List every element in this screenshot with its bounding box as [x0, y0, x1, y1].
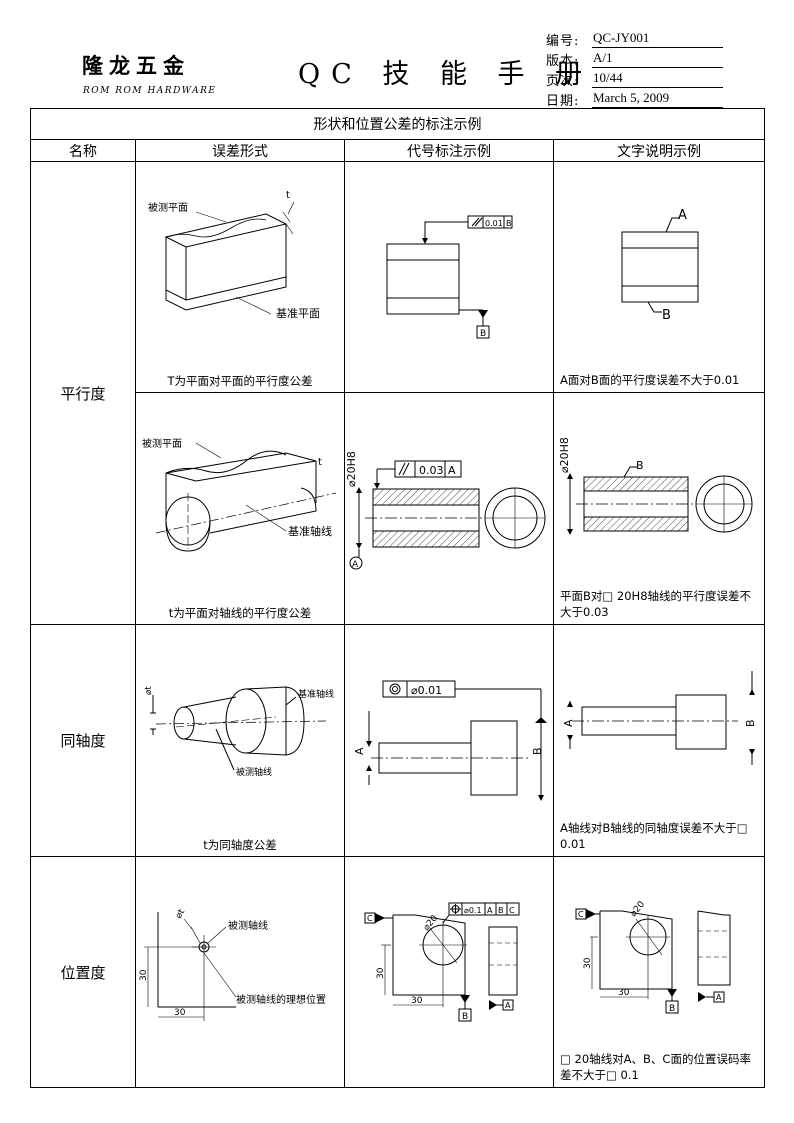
text-description: A轴线对B轴线的同轴度误差不大于□ 0.01 [560, 821, 748, 851]
coaxiality-text-drawing: A B [562, 671, 757, 765]
plane-axis-error-drawing: 被测平面 基准轴线 t [142, 437, 337, 552]
dim-30-horizontal: 30 [174, 1008, 186, 1018]
position-text-drawing: C B A ⌀20 30 30 [575, 899, 731, 1014]
frame-datum-letter: B [506, 219, 512, 228]
plane-axis-symbol-drawing: 0.03 A A ⌀20H8 [345, 451, 546, 570]
measured-plane-label: 被测平面 [148, 201, 188, 214]
datum-b-label: B [531, 747, 544, 755]
surface-b-label: B [636, 459, 644, 472]
dim-30-vertical: 30 [583, 957, 593, 969]
tolerance-t-label: t [318, 457, 322, 468]
company-name-cn: 隆龙五金 [82, 53, 190, 78]
text-description: A面对B面的平行度误差不大于0.01 [560, 373, 740, 387]
error-caption: t为平面对轴线的平行度公差 [168, 606, 312, 620]
row-name-position: 位置度 [30, 856, 136, 1088]
text-example-cell: C B A ⌀20 30 30 □ 20轴线对A、B、C面的位置误码率差不大于□… [553, 856, 765, 1088]
tolerance-t-label: t [286, 190, 290, 201]
text-description: 平面B对□ 20H8轴线的平行度误差不大于0.03 [560, 589, 752, 619]
datum-plane-label: 基准平面 [276, 307, 320, 320]
symbol-example-cell: 0.01 B B [344, 161, 554, 393]
error-form-cell: 被测轴线 被测轴线的理想位置 ⌀t 30 30 [135, 856, 345, 1088]
frame-datum-letter: A [448, 464, 456, 477]
tolerance-table: 形状和位置公差的标注示例 名称 误差形式 代号标注示例 文字说明示例 平行度 [30, 108, 765, 1088]
diameter-label: ⌀20H8 [345, 451, 358, 487]
frame-tolerance-value: ⌀0.01 [411, 684, 442, 697]
frame-tolerance-value: 0.03 [419, 464, 444, 477]
datum-circle-letter: A [352, 560, 359, 570]
measured-axis-label: 被测轴线 [228, 919, 268, 932]
meta-doc-number: 编号: QC-JY001 [546, 30, 746, 49]
meta-page: 页次: 10/44 [546, 70, 746, 89]
frame-datum-c: C [509, 906, 515, 915]
error-caption: t为同轴度公差 [203, 838, 277, 852]
dim-30-vertical: 30 [376, 967, 386, 979]
symbol-example-cell: ⌀0.1 A B C C B A ⌀20 30 30 [344, 856, 554, 1088]
symbol-example-cell: 0.03 A A ⌀20H8 [344, 392, 554, 625]
datum-b-box: B [462, 1012, 468, 1022]
datum-c-box: C [578, 910, 584, 919]
symbol-example-cell: ⌀0.01 A B [344, 624, 554, 857]
datum-b-box: B [669, 1004, 675, 1014]
plane-plane-text-drawing: A B [621, 208, 699, 323]
position-error-drawing: 被测轴线 被测轴线的理想位置 ⌀t 30 30 [139, 907, 326, 1021]
surface-a-label: A [678, 208, 687, 223]
column-header-text-example: 文字说明示例 [553, 139, 765, 162]
measured-plane-label: 被测平面 [142, 437, 182, 450]
plane-plane-symbol-drawing: 0.01 B B [386, 215, 513, 339]
frame-tolerance-value: 0.01 [485, 219, 503, 228]
column-header-name: 名称 [30, 139, 136, 162]
dim-30-horizontal: 30 [411, 996, 423, 1006]
datum-axis-label: 基准轴线 [288, 524, 332, 538]
text-example-cell: B ⌀20H8 平面B对□ 20H8轴线的平行度误差不大于0.03 [553, 392, 765, 625]
text-description: □ 20轴线对A、B、C面的位置误码率差不大于□ 0.1 [560, 1052, 751, 1082]
datum-c-box: C [367, 914, 373, 923]
text-example-cell: A B A面对B面的平行度误差不大于0.01 [553, 161, 765, 393]
datum-box-letter: B [480, 329, 486, 339]
dim-30-horizontal: 30 [618, 988, 630, 998]
dim-30-vertical: 30 [139, 969, 149, 981]
error-form-cell: 被测平面 基准平面 t T为平面对平面的平行度公差 [135, 161, 345, 393]
position-symbol-drawing: ⌀0.1 A B C C B A ⌀20 30 30 [364, 902, 520, 1022]
diameter-label: ⌀20 [629, 899, 648, 919]
meta-date: 日期: March 5, 2009 [546, 90, 746, 109]
frame-tolerance-value: ⌀0.1 [464, 906, 482, 915]
ideal-position-label: 被测轴线的理想位置 [236, 993, 326, 1006]
company-name-en: ROM ROM HARDWARE [83, 86, 217, 96]
frame-datum-b: B [498, 906, 504, 915]
row-name-parallelism: 平行度 [30, 161, 136, 625]
plane-axis-text-drawing: B ⌀20H8 [558, 437, 753, 535]
error-form-cell: 被测平面 基准轴线 t t为平面对轴线的平行度公差 [135, 392, 345, 625]
datum-a-label: A [353, 747, 366, 755]
text-example-cell: A B A轴线对B轴线的同轴度误差不大于□ 0.01 [553, 624, 765, 857]
surface-b-label: B [662, 308, 671, 323]
datum-axis-label: 基准轴线 [298, 688, 334, 700]
coaxiality-symbol-drawing: ⌀0.01 A B [353, 680, 547, 801]
meta-version: 版本: A/1 [546, 50, 746, 69]
frame-datum-a: A [487, 906, 493, 915]
manual-title: QC 技 能 手 册 [298, 59, 594, 90]
measured-axis-label: 被测轴线 [236, 766, 272, 778]
column-header-symbol-example: 代号标注示例 [344, 139, 554, 162]
coaxiality-error-drawing: 基准轴线 被测轴线 ⌀t [144, 686, 334, 778]
axis-a-label: A [562, 719, 575, 727]
row-name-coaxiality: 同轴度 [30, 624, 136, 857]
error-form-cell: 基准轴线 被测轴线 ⌀t t为同轴度公差 [135, 624, 345, 857]
tolerance-t-label: ⌀t [144, 686, 154, 695]
table-title: 形状和位置公差的标注示例 [30, 108, 765, 140]
axis-b-label: B [744, 719, 757, 727]
tolerance-t-label: ⌀t [174, 907, 187, 920]
datum-a-box: A [505, 1001, 511, 1010]
column-header-error-form: 误差形式 [135, 139, 345, 162]
plane-plane-error-drawing: 被测平面 基准平面 t [148, 190, 320, 320]
error-caption: T为平面对平面的平行度公差 [167, 374, 313, 388]
datum-a-box: A [716, 993, 722, 1002]
diameter-label: ⌀20H8 [558, 437, 571, 473]
